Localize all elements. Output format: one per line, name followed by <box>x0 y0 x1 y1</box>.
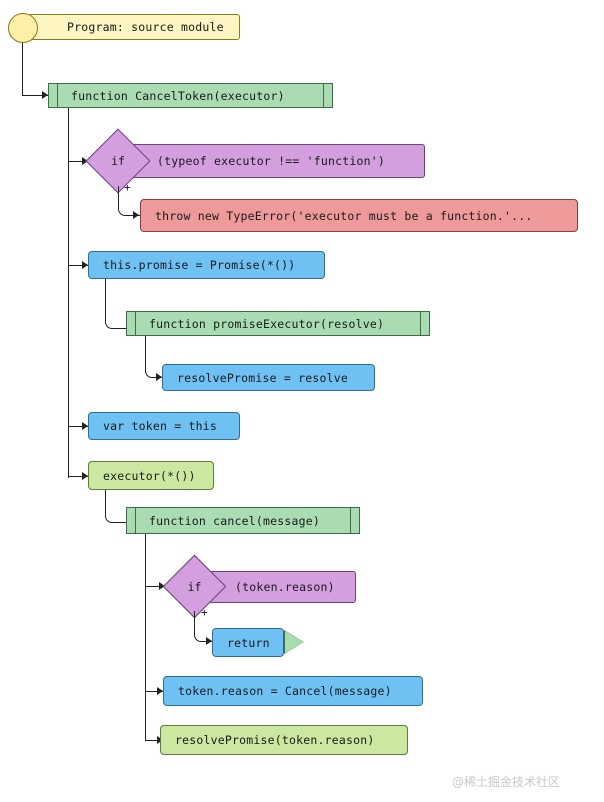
node-condition-token-reason-bar[interactable]: (token.reason) <box>208 571 356 603</box>
node-var-token-label: var token = this <box>103 419 217 433</box>
node-function-promise-executor-label: function promiseExecutor(resolve) <box>149 316 385 331</box>
node-token-reason-assign-label: token.reason = Cancel(message) <box>178 684 392 698</box>
connector-to-resolve-promise-call <box>145 740 163 741</box>
node-executor-call[interactable]: executor(*()) <box>88 461 214 490</box>
start-circle-icon <box>8 13 38 43</box>
trunk-cancel-token <box>68 108 69 478</box>
node-condition-typeof-keyword: if <box>111 154 125 168</box>
node-resolve-promise-assign-label: resolvePromise = resolve <box>177 370 348 385</box>
node-resolve-promise-call-label: resolvePromise(token.reason) <box>175 733 375 747</box>
arrowhead-this-promise <box>82 261 88 269</box>
connector-elbow-throw <box>118 186 134 216</box>
arrowhead-token-reason-assign <box>157 687 163 695</box>
node-return-label: return <box>227 635 270 650</box>
connector-to-if-typeof <box>68 161 88 162</box>
node-function-cancel[interactable]: function cancel(message) <box>126 507 360 534</box>
connector-elbow-return <box>194 611 210 642</box>
node-var-token[interactable]: var token = this <box>88 412 240 440</box>
connector-to-if-token-reason <box>145 586 165 587</box>
node-condition-token-reason-expression: (token.reason) <box>235 580 335 594</box>
exit-triangle-icon <box>285 631 304 653</box>
node-this-promise-label: this.promise = Promise(*()) <box>103 258 296 272</box>
connector-to-var-token <box>68 426 88 427</box>
arrowhead-var-token <box>82 422 88 430</box>
connector-start-down <box>22 43 23 95</box>
arrowhead-if-typeof <box>82 157 88 165</box>
connector-elbow-resolve-promise <box>145 336 161 378</box>
node-start[interactable]: Program: source module <box>28 14 240 40</box>
node-throw-typeerror[interactable]: throw new TypeError('executor must be a … <box>140 199 578 232</box>
node-resolve-promise-call[interactable]: resolvePromise(token.reason) <box>160 725 408 755</box>
node-start-label: Program: source module <box>67 20 224 34</box>
arrowhead-executor-call <box>82 472 88 480</box>
node-return[interactable]: return <box>212 628 284 657</box>
node-executor-call-label: executor(*()) <box>103 468 196 483</box>
connector-start-right <box>22 95 48 96</box>
node-condition-typeof-expression: (typeof executor !== 'function') <box>157 154 385 168</box>
node-this-promise[interactable]: this.promise = Promise(*()) <box>88 251 325 279</box>
connector-to-this-promise <box>68 265 88 266</box>
node-condition-typeof-bar[interactable]: (typeof executor !== 'function') <box>130 144 425 178</box>
arrowhead-if-token-reason <box>159 582 165 590</box>
node-token-reason-assign[interactable]: token.reason = Cancel(message) <box>163 676 423 706</box>
arrowhead-throw <box>133 211 139 219</box>
node-throw-typeerror-label: throw new TypeError('executor must be a … <box>155 208 533 223</box>
connector-to-token-reason-assign <box>145 691 163 692</box>
arrowhead-start <box>42 91 48 99</box>
trunk-cancel-fn <box>145 534 146 741</box>
node-function-cancel-token-label: function CancelToken(executor) <box>71 88 285 103</box>
connector-elbow-promise-executor <box>105 279 125 329</box>
node-function-promise-executor[interactable]: function promiseExecutor(resolve) <box>126 311 430 336</box>
watermark: @稀土掘金技术社区 <box>452 775 561 789</box>
node-function-cancel-label: function cancel(message) <box>149 513 320 528</box>
node-condition-token-reason-keyword: if <box>187 579 202 594</box>
node-resolve-promise-assign[interactable]: resolvePromise = resolve <box>162 364 375 391</box>
connector-elbow-cancel-fn <box>105 490 125 523</box>
arrowhead-return <box>206 637 212 645</box>
connector-to-executor-call <box>68 476 88 477</box>
node-function-cancel-token[interactable]: function CancelToken(executor) <box>48 83 333 108</box>
arrowhead-resolve-promise <box>156 373 162 381</box>
